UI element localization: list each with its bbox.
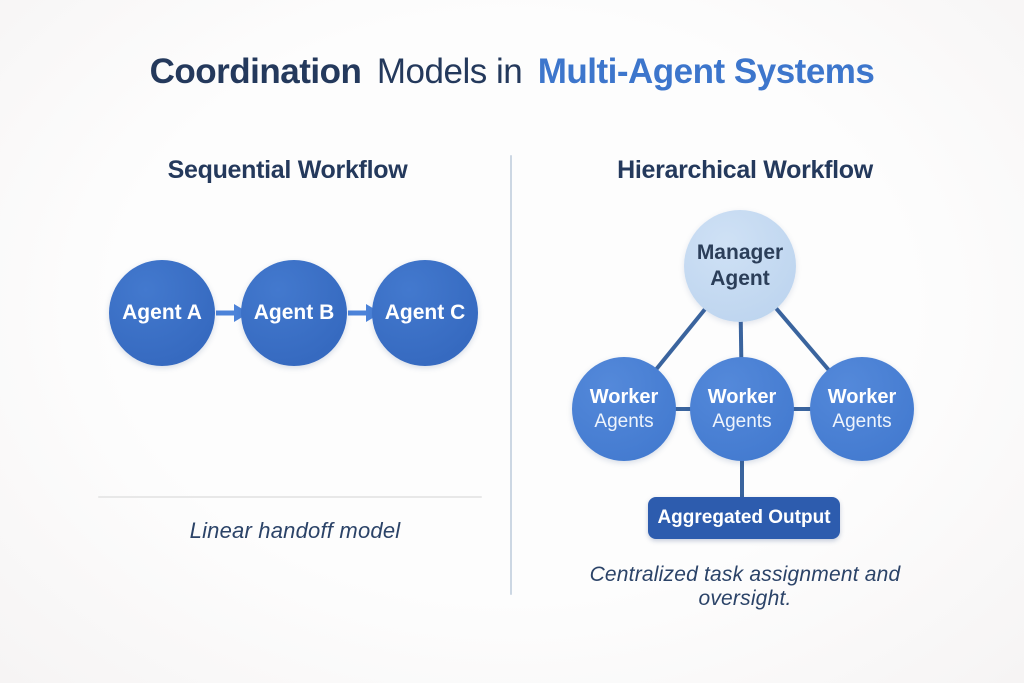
left-panel-rule: [98, 496, 482, 498]
hierarchical-caption: Centralized task assignment and oversigh…: [589, 563, 901, 610]
aggregated-output-box: Aggregated Output: [648, 497, 840, 539]
title-part-coordination: Coordination: [149, 52, 362, 91]
worker-3-label-line1: Worker: [827, 385, 897, 408]
agent-b-label: Agent B: [253, 300, 335, 324]
worker-1-label-line2: Agents: [594, 410, 654, 432]
manager-label-line2: Agent: [710, 267, 770, 290]
agent-c-node: Agent C: [372, 260, 478, 366]
agent-b-node: Agent B: [241, 260, 347, 366]
panel-divider: [510, 155, 512, 595]
sequential-caption: Linear handoff model: [189, 518, 401, 543]
worker-agents-node-3: Worker Agents: [810, 357, 914, 461]
manager-label-line1: Manager: [696, 240, 784, 264]
manager-agent-node: Manager Agent: [684, 210, 796, 322]
worker-2-label-line2: Agents: [712, 410, 772, 432]
hierarchical-workflow-heading: Hierarchical Workflow: [617, 156, 873, 184]
worker-agents-node-1: Worker Agents: [572, 357, 676, 461]
agent-a-label: Agent A: [122, 300, 202, 324]
worker-2-label-line1: Worker: [707, 385, 777, 408]
worker-agents-node-2: Worker Agents: [690, 357, 794, 461]
title-part-multi-agent: Multi-Agent Systems: [537, 52, 875, 91]
worker-1-label-line1: Worker: [589, 385, 659, 408]
agent-a-node: Agent A: [109, 260, 215, 366]
worker-3-label-line2: Agents: [832, 410, 892, 432]
agent-c-label: Agent C: [384, 300, 466, 324]
page-title: Coordination Models in Multi-Agent Syste…: [0, 52, 1024, 92]
sequential-workflow-heading: Sequential Workflow: [167, 156, 408, 184]
title-part-models-in: Models in: [376, 52, 523, 91]
aggregated-output-label: Aggregated Output: [657, 507, 831, 528]
